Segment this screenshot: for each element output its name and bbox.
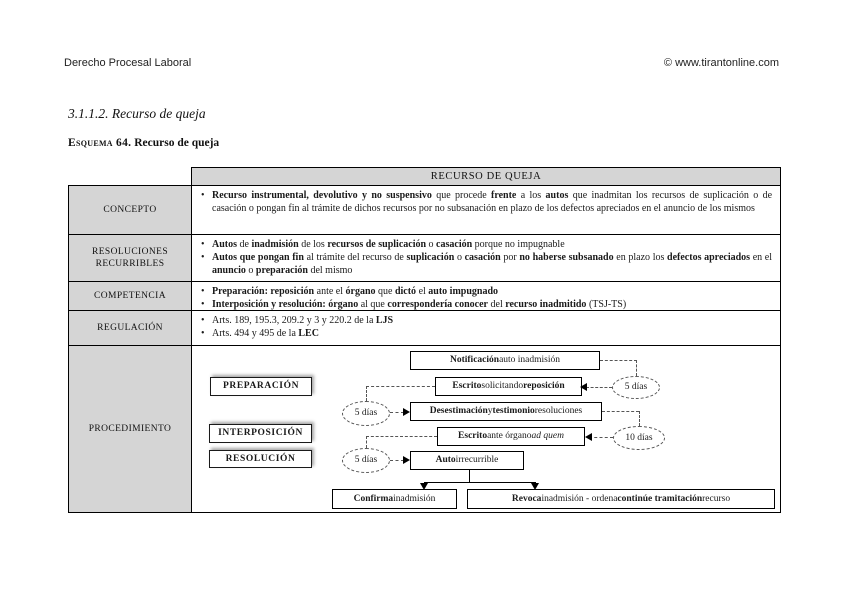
row-label-regulacion: REGULACIÓN — [68, 310, 192, 346]
arrowhead-into-auto — [403, 456, 410, 464]
row-content-concepto: Recurso instrumental, devolutivo y no su… — [191, 185, 781, 235]
row-label-resoluciones: RESOLUCIONES RECURRIBLES — [68, 234, 192, 282]
bullet-item: Arts. 494 y 495 de la LEC — [198, 327, 772, 340]
table-header: RECURSO DE QUEJA — [191, 167, 781, 186]
node-escrito-ad-quem: Escrito ante órgano ad quem — [437, 427, 585, 446]
arrowhead-into-desestimacion — [403, 408, 410, 416]
procedure-flowchart: PREPARACIÓN INTERPOSICIÓN RESOLUCIÓN Not… — [191, 345, 781, 513]
branch-bar — [424, 482, 535, 483]
node-desestimacion-testimonio: Desestimación y testimonio resoluciones — [410, 402, 602, 421]
summary-table: RECURSO DE QUEJA CONCEPTO Recurso instru… — [68, 167, 781, 513]
stage-resolucion: RESOLUCIÓN — [209, 450, 312, 468]
table-row-competencia: COMPETENCIA Preparación: reposición ante… — [68, 281, 781, 311]
branch-stem — [469, 470, 470, 482]
connector-5dias-to-escrito1 — [586, 387, 612, 388]
copyright-url: © www.tirantonline.com — [663, 57, 779, 69]
deadline-5-dias-reposicion: 5 días — [612, 376, 660, 399]
stage-preparacion: PREPARACIÓN — [210, 377, 312, 396]
stage-interposicion: INTERPOSICIÓN — [209, 424, 312, 443]
connector-escrito1-out — [366, 386, 435, 387]
row-label-competencia: COMPETENCIA — [68, 281, 192, 311]
schema-caption: Esquema 64. Recurso de queja — [68, 137, 219, 149]
arrowhead-into-confirma — [420, 483, 428, 490]
deadline-10-dias-ad-quem: 10 días — [613, 426, 665, 450]
connector-down-to-10dias — [639, 411, 640, 426]
node-auto-irrecurrible: Auto irrecurrible — [410, 451, 524, 470]
bullet-item: Recurso instrumental, devolutivo y no su… — [198, 189, 772, 215]
arrowhead-into-escrito1 — [580, 383, 587, 391]
row-label-concepto: CONCEPTO — [68, 185, 192, 235]
connector-escrito2-out — [366, 436, 437, 437]
connector-5dias-to-desestimacion — [390, 412, 404, 413]
connector-notificacion-out — [600, 360, 637, 361]
table-row-resoluciones: RESOLUCIONES RECURRIBLES Autos de inadmi… — [68, 234, 781, 282]
row-content-regulacion: Arts. 189, 195.3, 209.2 y 3 y 220.2 de l… — [191, 310, 781, 346]
row-content-competencia: Preparación: reposición ante el órgano q… — [191, 281, 781, 311]
node-confirma-inadmision: Confirma inadmisión — [332, 489, 457, 509]
bullet-item: Arts. 189, 195.3, 209.2 y 3 y 220.2 de l… — [198, 314, 772, 327]
bullet-item: Autos que pongan fin al trámite del recu… — [198, 251, 772, 277]
book-title: Derecho Procesal Laboral — [64, 57, 192, 69]
schema-title: Recurso de queja — [134, 137, 220, 149]
bullet-item: Preparación: reposición ante el órgano q… — [198, 285, 772, 298]
deadline-5-dias-auto: 5 días — [342, 448, 390, 473]
arrowhead-into-escrito2 — [585, 433, 592, 441]
connector-down-to-5dias-1 — [636, 360, 637, 376]
arrowhead-into-revoca — [531, 483, 539, 490]
section-title: 3.1.1.2. Recurso de queja — [68, 106, 206, 121]
node-revoca-inadmision: Revoca inadmisión - ordena continúe tram… — [467, 489, 775, 509]
row-label-procedimiento: PROCEDIMIENTO — [68, 345, 192, 513]
connector-5dias-to-auto — [390, 460, 404, 461]
table-row-concepto: CONCEPTO Recurso instrumental, devolutiv… — [68, 185, 781, 235]
schema-number: Esquema 64. — [68, 137, 132, 149]
connector-desestimacion-out — [602, 411, 639, 412]
table-row-regulacion: REGULACIÓN Arts. 189, 195.3, 209.2 y 3 y… — [68, 310, 781, 346]
table-row-procedimiento: PROCEDIMIENTO PREPARACIÓN INTERPOSICIÓN … — [68, 345, 781, 513]
connector-down-to-5dias-3 — [366, 436, 367, 448]
node-escrito-reposicion: Escrito solicitando reposición — [435, 377, 582, 396]
connector-down-to-5dias-2 — [366, 386, 367, 401]
bullet-item: Autos de inadmisión de los recursos de s… — [198, 238, 772, 251]
row-content-resoluciones: Autos de inadmisión de los recursos de s… — [191, 234, 781, 282]
bullet-item: Interposición y resolución: órgano al qu… — [198, 298, 772, 311]
page-header: Derecho Procesal Laboral © www.tirantonl… — [64, 57, 779, 69]
node-notificacion-auto-inadmision: Notificación auto inadmisión — [410, 351, 600, 370]
connector-10dias-to-escrito2 — [589, 437, 613, 438]
deadline-5-dias-desestimacion: 5 días — [342, 401, 390, 426]
